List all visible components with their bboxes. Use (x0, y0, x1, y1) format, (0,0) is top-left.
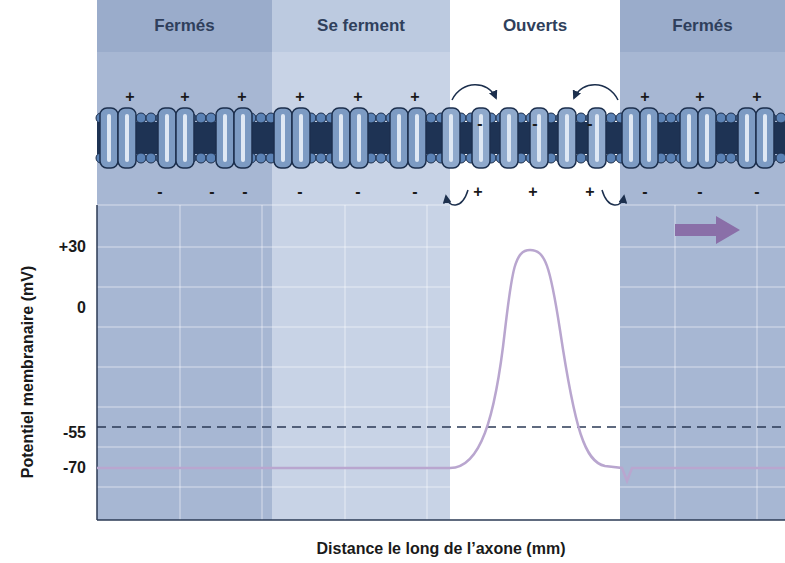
tick-label: -70 (63, 460, 86, 476)
charge-sign: - (532, 116, 537, 132)
band-header: Fermés (620, 0, 785, 52)
band-title: Fermés (154, 16, 214, 36)
charge-sign: - (157, 184, 162, 200)
band-header: Se ferment (272, 0, 450, 52)
charge-sign: - (209, 184, 214, 200)
charge-sign: + (473, 184, 482, 200)
charge-sign: - (587, 116, 592, 132)
axis-title: Potentiel membranaire (mV) (20, 266, 36, 479)
charge-sign: - (477, 116, 482, 132)
charge-sign: + (353, 89, 362, 105)
tick-label: +30 (59, 239, 86, 255)
charge-sign: + (295, 89, 304, 105)
charge-sign: + (528, 184, 537, 200)
charge-sign: - (242, 184, 247, 200)
charge-sign: + (752, 89, 761, 105)
charge-sign: - (297, 184, 302, 200)
tick-label: -55 (63, 425, 86, 441)
band-header: Fermés (97, 0, 272, 52)
tick-label: 0 (77, 300, 86, 316)
charge-sign: - (642, 184, 647, 200)
charge-sign: + (180, 89, 189, 105)
charge-sign: + (585, 184, 594, 200)
charge-sign: + (410, 89, 419, 105)
charge-sign: + (695, 89, 704, 105)
band-title: Se ferment (317, 16, 405, 36)
charge-sign: - (412, 184, 417, 200)
band-title: Fermés (672, 16, 732, 36)
band-header: Ouverts (450, 0, 620, 52)
charge-sign: - (697, 184, 702, 200)
charge-sign: - (355, 184, 360, 200)
charge-sign: + (125, 89, 134, 105)
band-title: Ouverts (503, 16, 567, 36)
charge-sign: + (237, 89, 246, 105)
charge-sign: + (640, 89, 649, 105)
charge-sign: - (754, 184, 759, 200)
axis-title: Distance le long de l’axone (mm) (317, 541, 566, 557)
